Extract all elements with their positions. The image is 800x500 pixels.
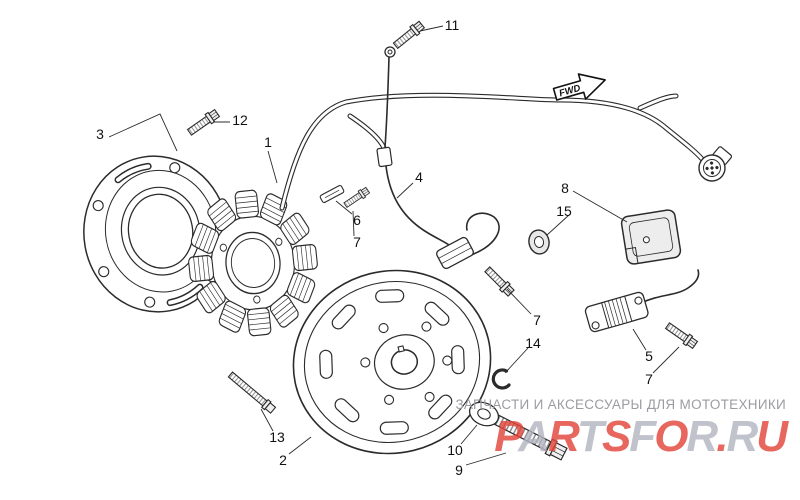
callout-12: 12 [232, 112, 248, 128]
pickup-coil-5 [584, 291, 649, 333]
callouts: 11 3 12 1 4 6 7 8 15 7 14 5 7 13 2 10 9 [96, 17, 653, 478]
callout-5: 5 [645, 348, 653, 364]
watermark-brand-letter: U [756, 412, 788, 461]
callout-7-right: 7 [645, 371, 653, 387]
watermark-brand: PARTSFOR.RU [455, 412, 788, 461]
snap-clip-14 [491, 368, 511, 390]
small-connector [376, 146, 393, 168]
callout-1: 1 [264, 134, 272, 150]
watermark-brand-letter: A [518, 412, 550, 461]
watermark-tagline: ЗАПЧАСТИ И АКСЕССУАРЫ ДЛЯ МОТОТЕХНИКИ [455, 397, 786, 412]
rubber-pad-8 [620, 209, 682, 265]
grommet-15 [528, 229, 550, 255]
bolt-13 [227, 371, 277, 414]
watermark-brand-letter: S [601, 412, 631, 461]
flywheel [292, 269, 492, 455]
leader-lines [108, 25, 680, 466]
watermark-brand-letter: R [726, 412, 758, 461]
stator-cover-plate [83, 155, 229, 313]
callout-7-upper: 7 [353, 234, 361, 250]
callout-15: 15 [556, 203, 572, 219]
washer-10 [468, 401, 500, 427]
bolt-7-right [664, 321, 698, 349]
fwd-arrow: FWD [552, 73, 606, 101]
callout-6: 6 [353, 212, 361, 228]
wiring-harness [279, 46, 733, 270]
sensor-block [436, 236, 474, 270]
callout-10: 10 [447, 442, 463, 458]
watermark-brand-letter: F [629, 412, 656, 461]
callout-13: 13 [269, 429, 285, 445]
watermark-brand-letter: R [686, 412, 718, 461]
bolt-12 [186, 108, 220, 136]
callout-11: 11 [445, 17, 460, 33]
bracket-6 [319, 184, 345, 204]
ground-bolt-11 [392, 20, 425, 50]
screw-7-upper [343, 186, 370, 208]
callout-9: 9 [455, 462, 463, 478]
callout-4: 4 [415, 169, 423, 185]
pickup-coil-wire [640, 269, 700, 304]
watermark-brand-letter: . [716, 412, 728, 461]
callout-14: 14 [525, 335, 541, 351]
callout-8: 8 [561, 180, 569, 196]
stator [187, 189, 319, 337]
watermark-brand-letter: T [577, 412, 604, 461]
round-connector [698, 146, 733, 182]
watermark-brand-letter: R [548, 412, 579, 461]
callout-2: 2 [279, 452, 287, 468]
callout-3: 3 [96, 126, 104, 142]
watermark: ЗАПЧАСТИ И АКСЕССУАРЫ ДЛЯ МОТОТЕХНИКИ PA… [455, 397, 788, 461]
watermark-brand-letter: O [654, 412, 688, 461]
callout-7-left: 7 [533, 312, 541, 328]
watermark-brand-letter: P [494, 412, 520, 461]
